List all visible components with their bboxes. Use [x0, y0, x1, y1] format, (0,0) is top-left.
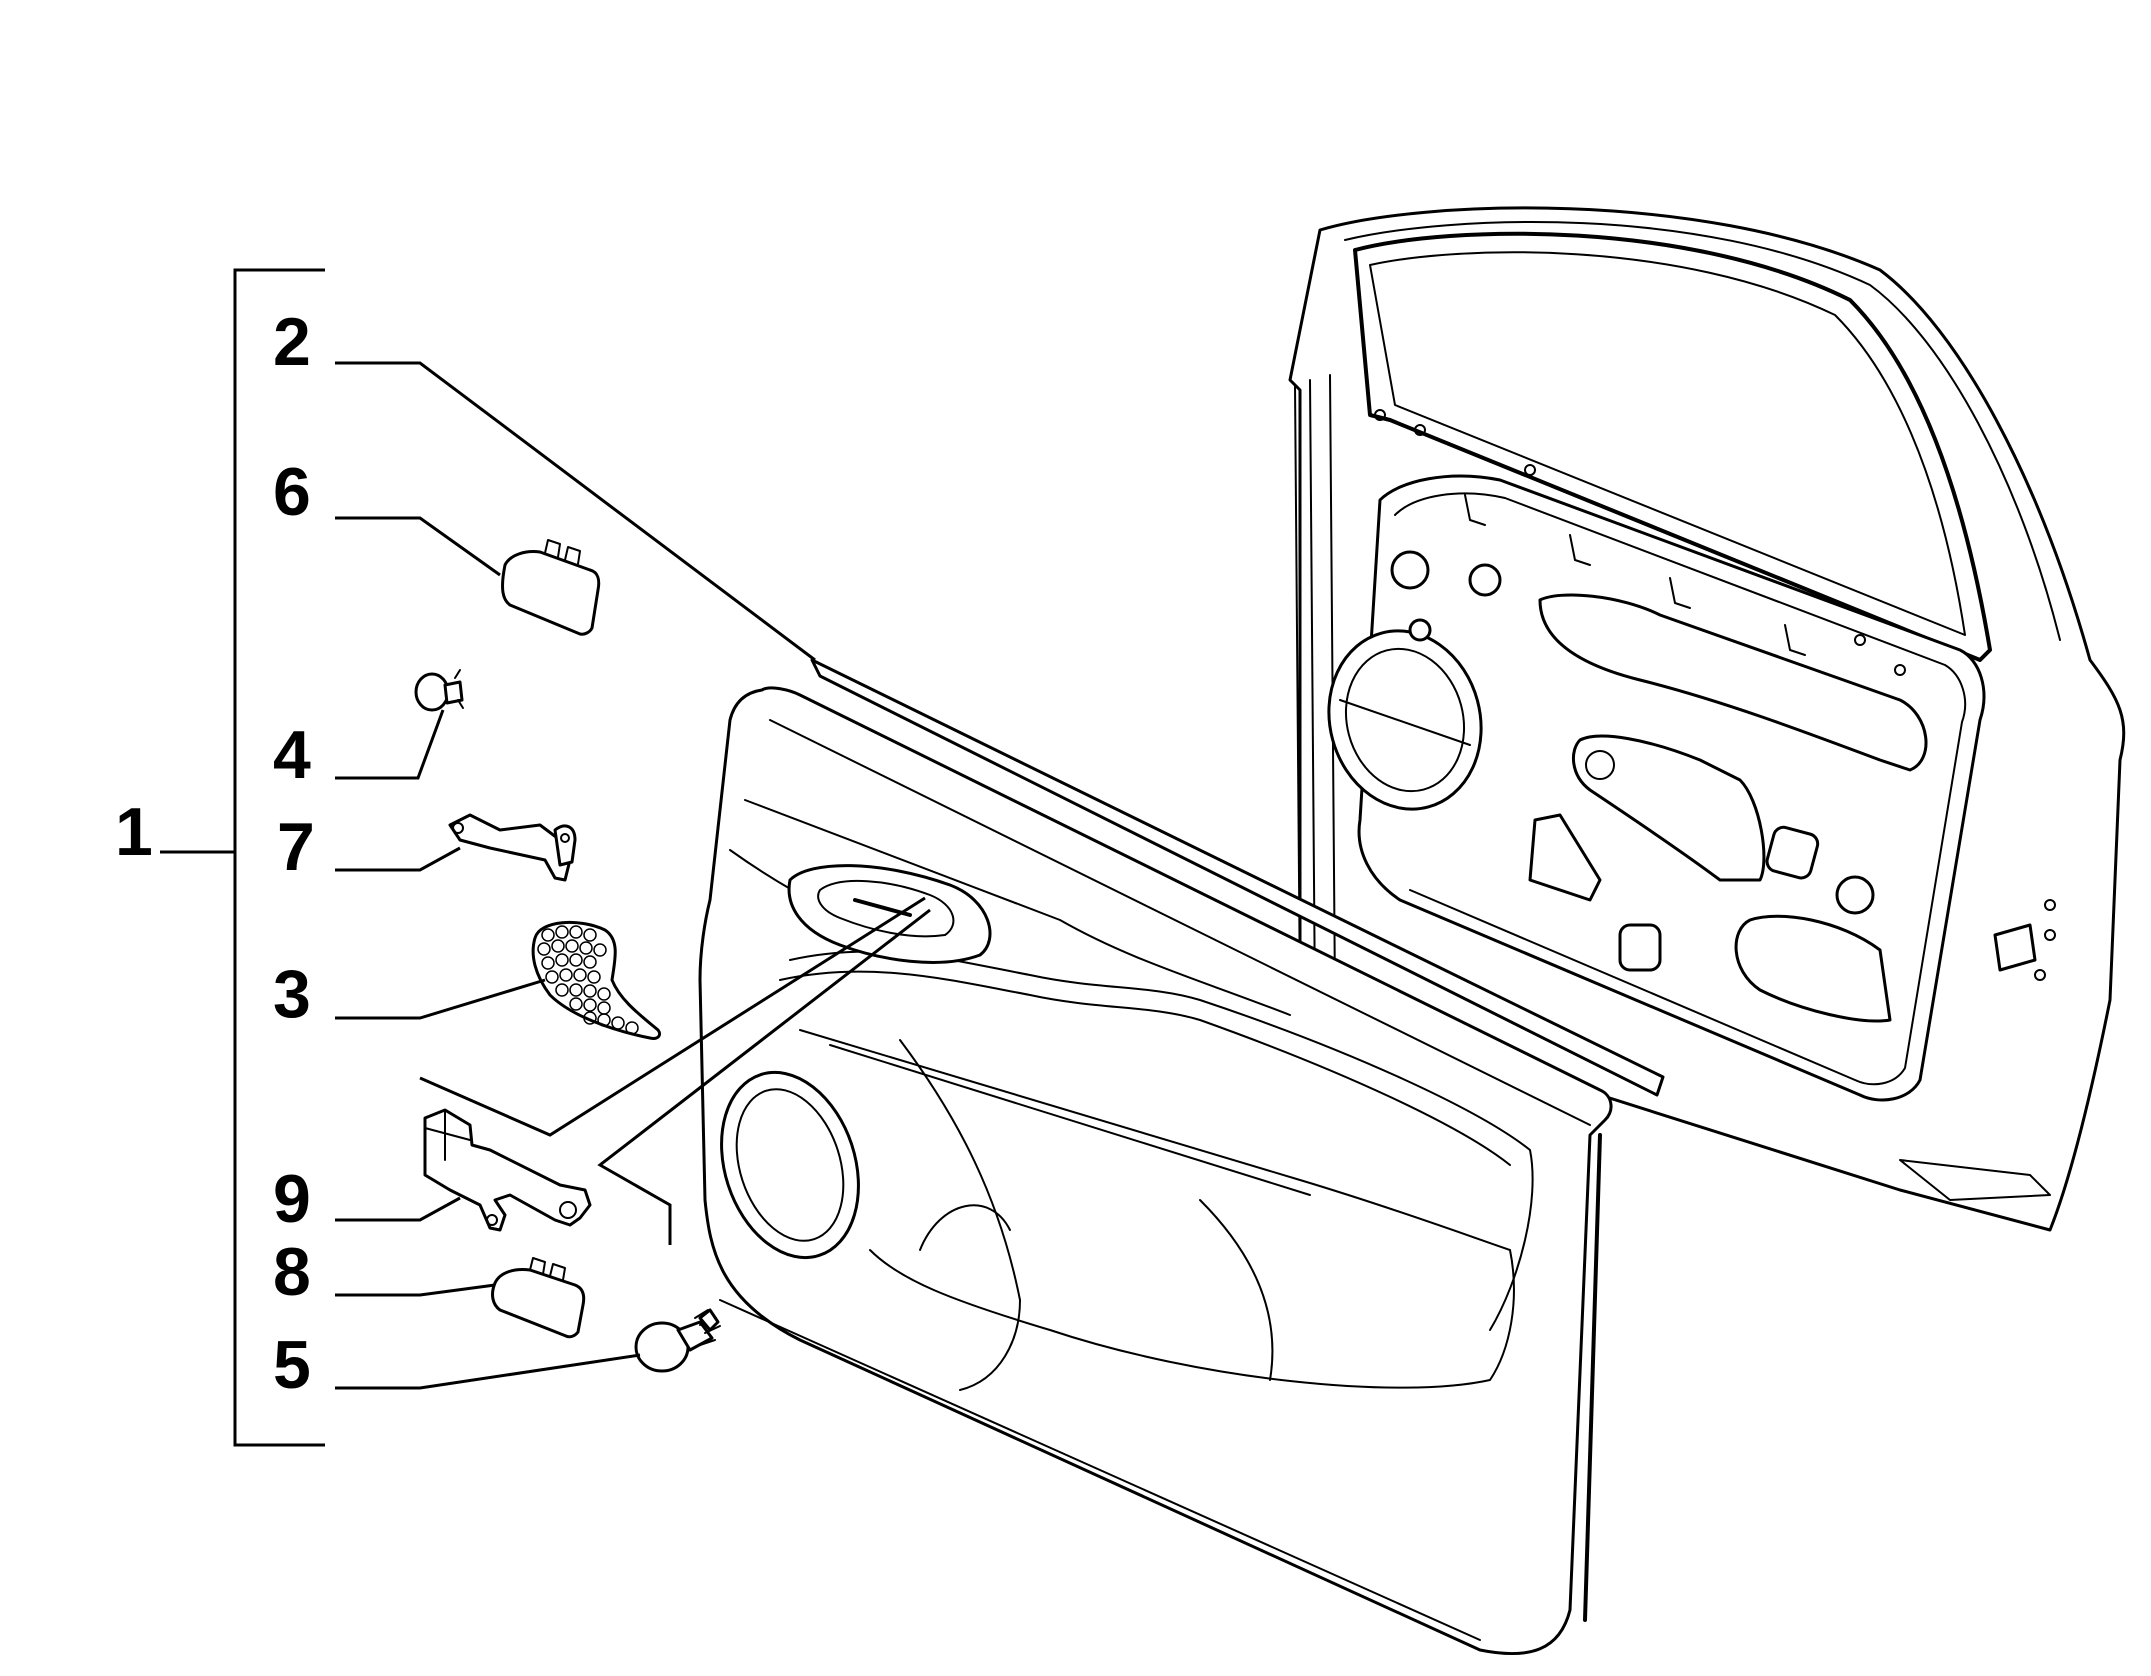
grille-hole: [569, 953, 583, 967]
callout-2-leader: [335, 361, 816, 662]
grille-hole: [569, 925, 583, 939]
grille-hole: [551, 939, 565, 953]
door-trim-panel: [698, 686, 1613, 1656]
callout-3-leader: [335, 978, 546, 1020]
leader-lines: [160, 268, 931, 1447]
callout-9-leader: [335, 1196, 461, 1222]
callout-5: 5: [273, 1327, 311, 1403]
callout-2: 2: [273, 304, 311, 380]
door-shell: [1288, 206, 2126, 1232]
grille-hole: [583, 984, 597, 998]
part-6-handle-cap: [501, 539, 601, 636]
part-4-trim-clip: [414, 669, 464, 712]
window-weatherstrip: [810, 658, 1665, 1097]
grille-hole: [579, 941, 593, 955]
callouts: 1 2 6 4 7 3 9 8 5: [115, 304, 315, 1403]
grille-hole: [537, 942, 551, 956]
part-5-push-fastener: [634, 1308, 721, 1373]
grille-hole: [597, 987, 611, 1001]
grille-hole: [583, 998, 597, 1012]
callout-9: 9: [273, 1161, 311, 1237]
part-7-bracket: [448, 813, 577, 882]
callout-8: 8: [273, 1234, 311, 1310]
handle-pointer-lower: [597, 908, 931, 1245]
callout-1: 1: [115, 794, 153, 870]
callout-6: 6: [273, 454, 311, 530]
part-8-cover-cap: [491, 1257, 586, 1339]
grille-hole: [625, 1021, 639, 1035]
grille-hole: [569, 983, 583, 997]
grille-hole: [545, 970, 559, 984]
grille-hole: [555, 983, 569, 997]
part-9-pull-bracket: [423, 1108, 592, 1232]
callout-8-leader: [335, 1283, 496, 1297]
grille-hole: [583, 1011, 597, 1025]
grille-hole: [555, 953, 569, 967]
part-3-speaker-grille: [531, 920, 662, 1040]
grille-hole: [559, 968, 573, 982]
grille-hole: [583, 955, 597, 969]
handle-pointer-upper: [419, 896, 926, 1137]
grille-hole: [569, 997, 583, 1011]
callout-5-leader: [335, 1353, 641, 1390]
grille-hole: [573, 968, 587, 982]
grille-hole: [541, 928, 555, 942]
callout-7-leader: [335, 846, 461, 872]
grille-holes: [537, 925, 639, 1035]
grille-hole: [611, 1016, 625, 1030]
grille-hole: [555, 925, 569, 939]
grille-hole: [583, 928, 597, 942]
grille-hole: [565, 939, 579, 953]
grille-hole: [587, 970, 601, 984]
grille-hole: [593, 943, 607, 957]
callout-7: 7: [277, 809, 315, 885]
callout-1-bracket: [233, 268, 325, 1447]
callout-3: 3: [273, 956, 311, 1032]
grille-hole: [541, 956, 555, 970]
callout-4: 4: [273, 717, 311, 793]
callout-6-leader: [335, 516, 501, 577]
grille-hole: [597, 1013, 611, 1027]
callout-4-leader: [335, 709, 445, 780]
